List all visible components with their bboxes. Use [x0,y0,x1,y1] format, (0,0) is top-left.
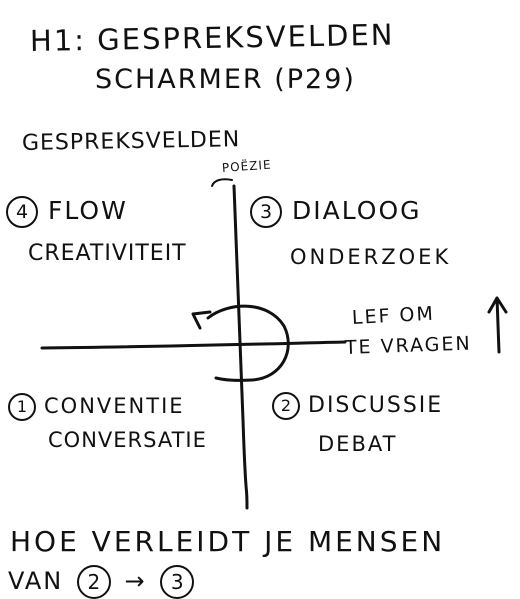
quadrant-2-name: DISCUSSIE [308,393,444,418]
rotation-arrow [206,304,290,382]
quadrant-1-subtitle: CONVERSATIE [48,428,207,452]
quadrant-1-title: 1 CONVENTIE [8,393,185,421]
page-subtitle: SCHARMER (P29) [95,64,356,95]
horizontal-axis [40,340,347,350]
question-to-number: 3 [160,565,195,599]
question-line-1: HOE VERLEIDT JE MENSEN [10,525,446,558]
rotation-arrowhead [191,310,212,330]
quadrant-2-title: 2 DISCUSSIE [272,392,443,420]
top-axis-hook [211,178,233,187]
quadrant-4-number: 4 [6,196,38,228]
quadrant-1-number: 1 [8,393,36,421]
question-line-2: VAN 2 → 3 [8,565,198,599]
quadrant-2-number: 2 [272,392,300,420]
quadrant-3-subtitle: ONDERZOEK [290,245,452,269]
question-from-number: 2 [76,565,111,599]
right-up-arrow [487,296,508,354]
question-arrow: → [124,567,147,595]
quadrant-4-name: FLOW [48,196,128,225]
quadrant-2-subtitle: DEBAT [318,432,398,456]
quadrant-3-number: 3 [250,196,282,228]
quadrant-4-subtitle: CREATIVITEIT [28,241,187,266]
vertical-axis [232,184,249,510]
question-prefix: VAN [8,567,64,595]
quadrant-1-name: CONVENTIE [44,394,185,418]
quadrant-3-title: 3 DIALOOG [250,196,422,228]
quadrant-4-title: 4 FLOW [6,196,128,228]
quadrant-3-name: DIALOOG [292,196,422,225]
